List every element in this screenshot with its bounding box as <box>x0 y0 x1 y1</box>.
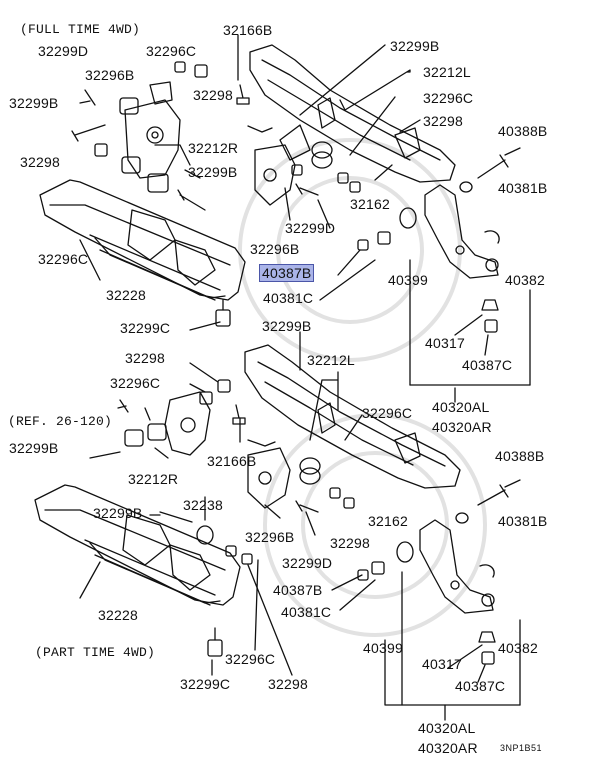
watermark-emblem <box>238 138 487 637</box>
part-label[interactable]: 32298 <box>268 676 308 692</box>
part-label[interactable]: 32212L <box>307 352 355 368</box>
part-label[interactable]: 32296C <box>146 43 197 59</box>
part-label[interactable]: 32299D <box>38 43 89 59</box>
top-front-crossmember <box>39 179 246 301</box>
part-label[interactable]: 32162 <box>350 196 390 212</box>
part-label[interactable]: 40381C <box>281 604 332 620</box>
part-label[interactable]: 32296C <box>110 375 161 391</box>
part-label[interactable]: 32298 <box>20 154 60 170</box>
part-label[interactable]: 40320AL <box>418 720 476 736</box>
heading-full-time-4wd: (FULL TIME 4WD) <box>20 22 141 37</box>
part-label[interactable]: 40387C <box>455 678 506 694</box>
part-label[interactable]: 40381B <box>498 180 548 196</box>
part-label[interactable]: 32299D <box>282 555 333 571</box>
part-label[interactable]: 40320AL <box>432 399 490 415</box>
part-label[interactable]: 32299B <box>9 440 59 456</box>
bottom-front-crossmember <box>34 484 241 606</box>
top-left-bracket <box>119 81 181 193</box>
part-label[interactable]: 32296B <box>250 241 300 257</box>
part-label[interactable]: 40320AR <box>432 419 492 435</box>
part-label[interactable]: 32299B <box>9 95 59 111</box>
part-label[interactable]: 32162 <box>368 513 408 529</box>
bottom-fasteners <box>89 379 509 657</box>
part-label[interactable]: 32296C <box>225 651 276 667</box>
part-label[interactable]: 32299B <box>93 505 143 521</box>
top-crossmember-assembly <box>249 44 456 206</box>
part-label[interactable]: 40399 <box>363 640 403 656</box>
part-label[interactable]: 32298 <box>423 113 463 129</box>
part-label[interactable]: 40317 <box>425 335 465 351</box>
part-label[interactable]: 40317 <box>422 656 462 672</box>
part-label[interactable]: 40382 <box>498 640 538 656</box>
part-label[interactable]: 40388B <box>498 123 548 139</box>
part-label[interactable]: 32296C <box>423 90 474 106</box>
part-label[interactable]: 40399 <box>388 272 428 288</box>
part-label[interactable]: 32296B <box>85 67 135 83</box>
part-label[interactable]: 32298 <box>193 87 233 103</box>
part-label[interactable]: 32299C <box>120 320 171 336</box>
part-label[interactable]: 40381B <box>498 513 548 529</box>
part-label[interactable]: 32296C <box>38 251 89 267</box>
part-label[interactable]: 32212R <box>128 471 179 487</box>
top-leader-lines <box>79 34 531 403</box>
heading-part-time-4wd: (PART TIME 4WD) <box>35 645 156 660</box>
part-label[interactable]: 40381C <box>263 290 314 306</box>
part-label[interactable]: 40387C <box>462 357 513 373</box>
highlighted-part-label[interactable]: 40387B <box>259 264 315 282</box>
part-label[interactable]: 32166B <box>223 22 273 38</box>
part-label[interactable]: 40388B <box>495 448 545 464</box>
part-label[interactable]: 32296C <box>362 405 413 421</box>
part-label[interactable]: 32298 <box>330 535 370 551</box>
part-label[interactable]: 32298 <box>125 350 165 366</box>
bottom-crossmember-assembly <box>244 344 461 509</box>
top-fasteners <box>71 61 509 327</box>
part-label[interactable]: 32299C <box>180 676 231 692</box>
part-label[interactable]: 32299B <box>188 164 238 180</box>
part-label[interactable]: 32212L <box>423 64 471 80</box>
bottom-leader-lines <box>79 331 521 721</box>
part-label[interactable]: 32299D <box>285 220 336 236</box>
top-lower-arm <box>399 184 500 333</box>
part-label[interactable]: 32166B <box>207 453 257 469</box>
part-label[interactable]: 32228 <box>98 607 138 623</box>
bottom-left-bracket <box>117 391 211 456</box>
bottom-lower-arm <box>396 519 496 665</box>
part-label[interactable]: 40387B <box>273 582 323 598</box>
part-label[interactable]: 40320AR <box>418 740 478 756</box>
part-label[interactable]: 32299B <box>262 318 312 334</box>
part-label[interactable]: 32228 <box>106 287 146 303</box>
heading-ref: (REF. 26-120) <box>8 414 113 429</box>
part-label[interactable]: 32296B <box>245 529 295 545</box>
part-label[interactable]: 32238 <box>183 497 223 513</box>
image-code: 3NP1B51 <box>500 743 543 753</box>
part-label[interactable]: 32212R <box>188 140 239 156</box>
part-label[interactable]: 40382 <box>505 272 545 288</box>
part-label[interactable]: 32299B <box>390 38 440 54</box>
